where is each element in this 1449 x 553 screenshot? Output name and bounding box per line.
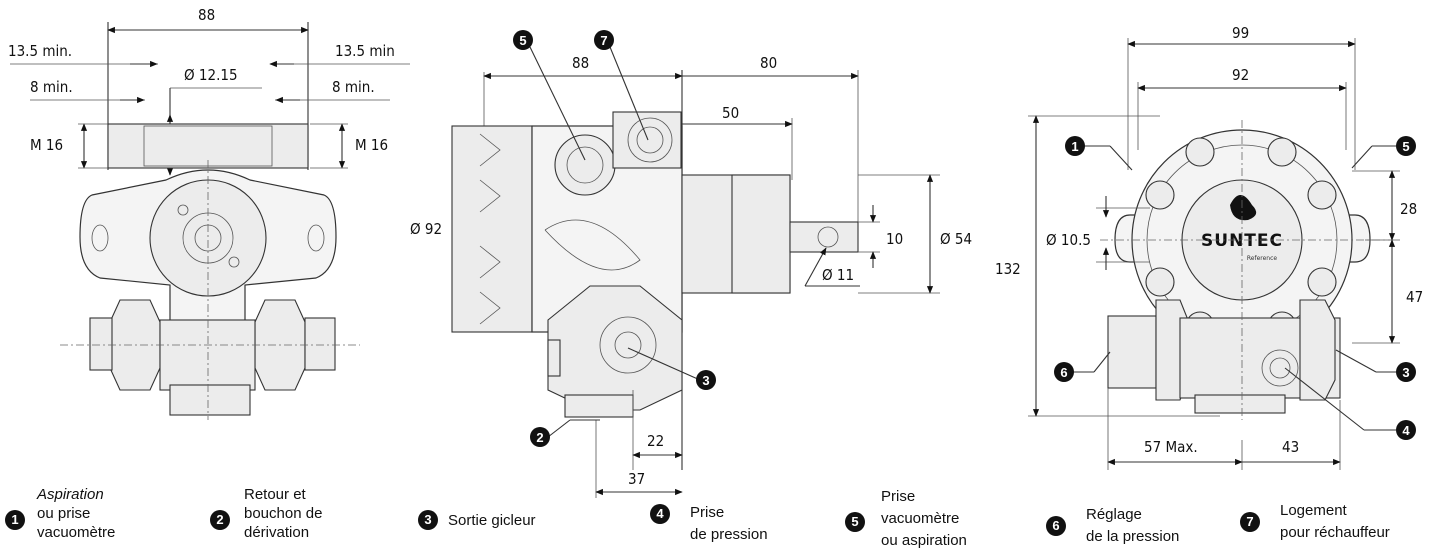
legend-item-5: 5 Prise vacuomètre ou aspiration bbox=[845, 488, 1015, 552]
legend-item-1-line2: ou prise bbox=[37, 505, 91, 522]
callout-5-right-label: 5 bbox=[1402, 139, 1409, 154]
mid-dim-dia54: Ø 54 bbox=[940, 230, 972, 248]
right-view: 99 92 132 SUNTEC Reference Ø 10.5 28 bbox=[995, 24, 1423, 470]
right-dim-28: 28 bbox=[1400, 200, 1417, 218]
callout-3-right-label: 3 bbox=[1402, 365, 1409, 380]
legend-badge-2: 2 bbox=[210, 510, 230, 530]
left-dim-8-left: 8 min. bbox=[30, 78, 73, 96]
legend-badge-7: 7 bbox=[1240, 512, 1260, 532]
legend-item-2-line1: Retour et bbox=[244, 486, 306, 503]
callout-4-right-label: 4 bbox=[1402, 423, 1410, 438]
legend-item-2-line2: bouchon de bbox=[244, 505, 323, 522]
right-dim-92: 92 bbox=[1232, 66, 1249, 84]
right-dim-99: 99 bbox=[1232, 24, 1249, 42]
legend-item-2-line3: dérivation bbox=[244, 524, 310, 541]
callout-2-mid bbox=[530, 427, 550, 447]
left-dim-bore: Ø 12.15 bbox=[184, 66, 238, 84]
brand-sub-text: Reference bbox=[1247, 255, 1278, 262]
legend-badge-5: 5 bbox=[845, 512, 865, 532]
callout-6-right bbox=[1054, 362, 1074, 382]
legend-item-4-line1: Prise bbox=[690, 504, 725, 521]
brand-logo-icon bbox=[1230, 195, 1257, 221]
callout-5-mid-label: 5 bbox=[519, 33, 526, 48]
legend-item-3-line1: Sortie gicleur bbox=[448, 512, 536, 529]
callout-3-mid bbox=[696, 370, 716, 390]
right-dim-132: 132 bbox=[995, 260, 1021, 278]
mid-dim-dia11: Ø 11 bbox=[822, 266, 854, 284]
legend-item-4: 4 Prise de pression bbox=[650, 504, 810, 548]
legend-item-5-line1: Prise bbox=[881, 488, 916, 505]
left-dim-min-right: 13.5 min bbox=[335, 42, 395, 60]
callout-5-right bbox=[1396, 136, 1416, 156]
callout-4-right bbox=[1396, 420, 1416, 440]
legend-item-7-line1: Logement bbox=[1280, 502, 1347, 519]
legend-badge-3: 3 bbox=[418, 510, 438, 530]
legend-item-6-line2: de la pression bbox=[1086, 528, 1180, 545]
legend-item-3: 3 Sortie gicleur bbox=[418, 510, 608, 534]
legend-item-1-line3: vacuomètre bbox=[37, 524, 116, 541]
legend-item-1: 1 Aspiration ou prise vacuomètre bbox=[5, 486, 195, 552]
legend-item-2: 2 Retour et bouchon de dérivation bbox=[210, 486, 400, 552]
right-dim-47: 47 bbox=[1406, 288, 1423, 306]
right-dim-57max: 57 Max. bbox=[1144, 438, 1198, 456]
mid-dim-88: 88 bbox=[572, 54, 589, 72]
legend-item-1-line1: Aspiration bbox=[37, 486, 104, 503]
callout-2-mid-label: 2 bbox=[536, 430, 543, 445]
right-dim-43: 43 bbox=[1282, 438, 1299, 456]
legend-item-5-line2: vacuomètre bbox=[881, 510, 960, 527]
left-dim-width: 88 bbox=[198, 6, 215, 24]
legend-item-4-line2: de pression bbox=[690, 526, 768, 543]
mid-dim-80: 80 bbox=[760, 54, 777, 72]
legend-item-7-line2: pour réchauffeur bbox=[1280, 524, 1390, 541]
legend-item-5-line3: ou aspiration bbox=[881, 532, 967, 549]
brand-logo-text: SUNTEC bbox=[1201, 231, 1283, 251]
left-view: 88 13.5 min. 13.5 min 8 min. 8 min. Ø 12… bbox=[8, 6, 410, 420]
callout-7-mid bbox=[594, 30, 614, 50]
right-dim-dia105: Ø 10.5 bbox=[1046, 231, 1091, 249]
legend-badge-4: 4 bbox=[650, 504, 670, 524]
legend-badge-1: 1 bbox=[5, 510, 25, 530]
legend-item-6: 6 Réglage de la pression bbox=[1046, 506, 1236, 550]
left-thread-left: M 16 bbox=[30, 136, 63, 154]
callout-7-mid-label: 7 bbox=[600, 33, 607, 48]
legend-item-7: 7 Logement pour réchauffeur bbox=[1240, 502, 1445, 548]
legend-badge-6: 6 bbox=[1046, 516, 1066, 536]
callouts: 5 7 3 2 1 5 6 3 4 bbox=[513, 30, 1416, 447]
legend-item-6-line1: Réglage bbox=[1086, 506, 1142, 523]
mid-dim-dia92: Ø 92 bbox=[410, 220, 442, 238]
left-thread-right: M 16 bbox=[355, 136, 388, 154]
mid-dim-22: 22 bbox=[647, 432, 664, 450]
callout-6-right-label: 6 bbox=[1060, 365, 1067, 380]
left-dim-min-left: 13.5 min. bbox=[8, 42, 72, 60]
middle-view: 88 80 50 Ø 92 Ø 54 10 bbox=[410, 54, 972, 498]
callout-3-mid-label: 3 bbox=[702, 373, 709, 388]
mid-dim-50: 50 bbox=[722, 104, 739, 122]
callout-1-right bbox=[1065, 136, 1085, 156]
callout-3-right bbox=[1396, 362, 1416, 382]
mid-dim-37: 37 bbox=[628, 470, 645, 488]
callout-5-mid bbox=[513, 30, 533, 50]
callout-1-right-label: 1 bbox=[1071, 139, 1078, 154]
mid-dim-10: 10 bbox=[886, 230, 903, 248]
left-dim-8-right: 8 min. bbox=[332, 78, 375, 96]
